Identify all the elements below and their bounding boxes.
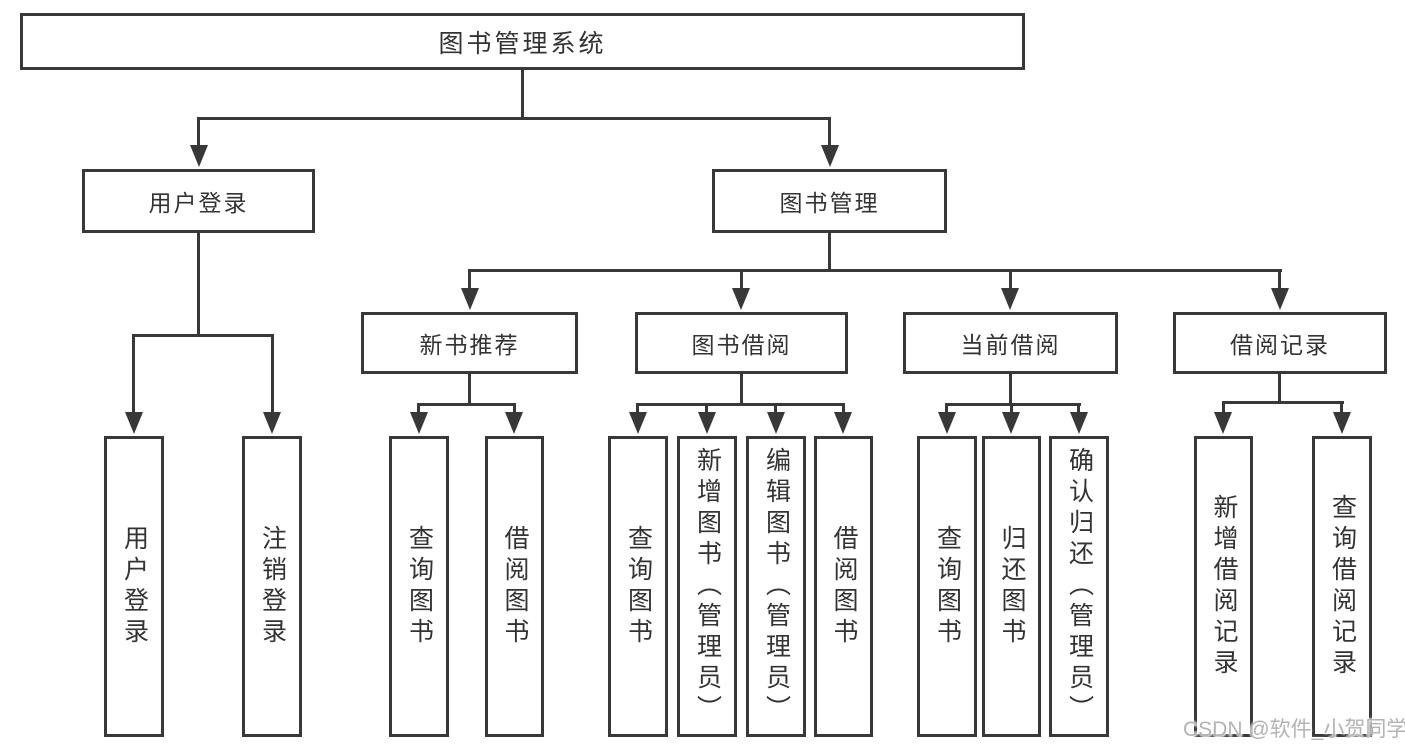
arrowhead-down-icon [767, 412, 785, 434]
connector-leaf [1222, 401, 1225, 414]
connector-to-book-borrowing [740, 269, 743, 291]
node-book-borrowing: 图书借阅 [635, 312, 848, 374]
arrowhead-down-icon [732, 288, 750, 310]
arrowhead-down-icon [698, 412, 716, 434]
node-label: 确认归还（管理员） [1065, 447, 1094, 726]
node-label: 新书推荐 [419, 332, 520, 358]
connector-book-management-stem [828, 232, 831, 272]
node-label: 当前借阅 [960, 332, 1061, 358]
node-bb-edit-books-admin: 编辑图书（管理员） [746, 436, 806, 737]
connector-leaf [774, 403, 777, 415]
node-label: 借阅记录 [1230, 332, 1330, 358]
node-user-login: 用户登录 [82, 169, 315, 233]
node-book-management: 图书管理 [712, 169, 947, 233]
connector-user-login-stem [197, 232, 200, 336]
arrowhead-down-icon [938, 412, 956, 434]
node-label: 新增借阅记录 [1210, 493, 1238, 680]
node-borrowing-records: 借阅记录 [1173, 312, 1387, 374]
node-cb-query-books: 查询图书 [917, 436, 977, 737]
node-label: 新增图书（管理员） [693, 447, 722, 726]
arrowhead-down-icon [1001, 288, 1019, 310]
csdn-watermark: CSDN @软件_小贺同学 [1183, 718, 1405, 741]
connector-to-new-book [468, 269, 471, 291]
node-nbr-borrow-books: 借阅图书 [485, 436, 544, 737]
arrowhead-down-icon [410, 412, 428, 434]
node-label: 图书管理 [779, 190, 880, 216]
connector-user-login-rail [132, 334, 274, 337]
connector-new-book-stem [468, 373, 471, 406]
connector-leaf [417, 403, 420, 415]
node-label: 借阅图书 [501, 524, 529, 649]
connector-current-borrowing-rail [945, 403, 1081, 406]
connector-leaf [945, 403, 948, 415]
node-label: 图书借阅 [691, 332, 792, 358]
node-label: 图书管理系统 [438, 29, 607, 58]
connector-new-book-rail [417, 403, 516, 406]
connector-book-borrowing-rail [636, 403, 845, 406]
node-br-query-record: 查询借阅记录 [1312, 436, 1372, 737]
node-user-login-leaf: 用户登录 [104, 436, 164, 737]
node-br-add-record: 新增借阅记录 [1194, 436, 1253, 737]
connector-leaf [1340, 401, 1343, 414]
connector-borrowing-records-rail [1222, 401, 1344, 404]
node-label: 查询图书 [405, 524, 434, 649]
arrowhead-down-icon [1271, 288, 1289, 310]
arrowhead-down-icon [834, 412, 852, 434]
connector-leaf [705, 403, 708, 415]
node-cb-return-books: 归还图书 [982, 436, 1041, 737]
node-label: 注销登录 [258, 524, 287, 649]
node-label: 查询借阅记录 [1328, 493, 1357, 680]
connector-to-borrowing-records [1278, 269, 1281, 291]
connector-root-rail [197, 117, 831, 120]
connector-to-book-management [828, 117, 831, 149]
connector-leaf [513, 403, 516, 415]
arrowhead-down-icon [1070, 412, 1088, 434]
arrowhead-down-icon [629, 412, 647, 434]
arrowhead-down-icon [125, 412, 143, 434]
node-label: 用户登录 [120, 524, 149, 649]
connector-to-current-borrowing [1009, 269, 1012, 291]
arrowhead-down-icon [1002, 412, 1020, 434]
arrowhead-down-icon [1214, 412, 1232, 434]
connector-book-borrowing-stem [740, 373, 743, 406]
connector-to-logout [271, 334, 274, 412]
connector-leaf [636, 403, 639, 415]
connector-leaf [1077, 403, 1080, 415]
node-label: 归还图书 [998, 524, 1026, 649]
arrowhead-down-icon [821, 145, 839, 167]
connector-leaf [842, 403, 845, 415]
connector-borrowing-records-stem [1278, 373, 1281, 404]
node-label: 查询图书 [624, 524, 653, 649]
node-cb-confirm-return-admin: 确认归还（管理员） [1049, 436, 1109, 737]
connector-current-borrowing-stem [1009, 373, 1012, 406]
node-logout: 注销登录 [242, 436, 302, 737]
connector-to-user-login [197, 117, 200, 149]
arrowhead-down-icon [263, 412, 281, 434]
node-label: 编辑图书（管理员） [762, 447, 791, 726]
arrowhead-down-icon [461, 288, 479, 310]
node-bb-add-books-admin: 新增图书（管理员） [677, 436, 737, 737]
connector-leaf [1010, 403, 1013, 415]
arrowhead-down-icon [1333, 412, 1351, 434]
node-new-book-recommendation: 新书推荐 [361, 312, 578, 374]
node-label: 用户登录 [148, 190, 249, 216]
connector-to-user-login-leaf [132, 334, 135, 412]
arrowhead-down-icon [190, 145, 208, 167]
connector-book-management-rail [468, 269, 1282, 272]
connector-root-stem [521, 69, 524, 119]
node-label: 查询图书 [933, 524, 962, 649]
node-current-borrowing: 当前借阅 [903, 312, 1118, 374]
node-bb-query-books: 查询图书 [608, 436, 668, 737]
node-nbr-query-books: 查询图书 [389, 436, 449, 737]
node-library-management-system: 图书管理系统 [20, 13, 1025, 70]
arrowhead-down-icon [505, 412, 523, 434]
node-label: 借阅图书 [830, 524, 858, 649]
node-bb-borrow-books: 借阅图书 [814, 436, 873, 737]
